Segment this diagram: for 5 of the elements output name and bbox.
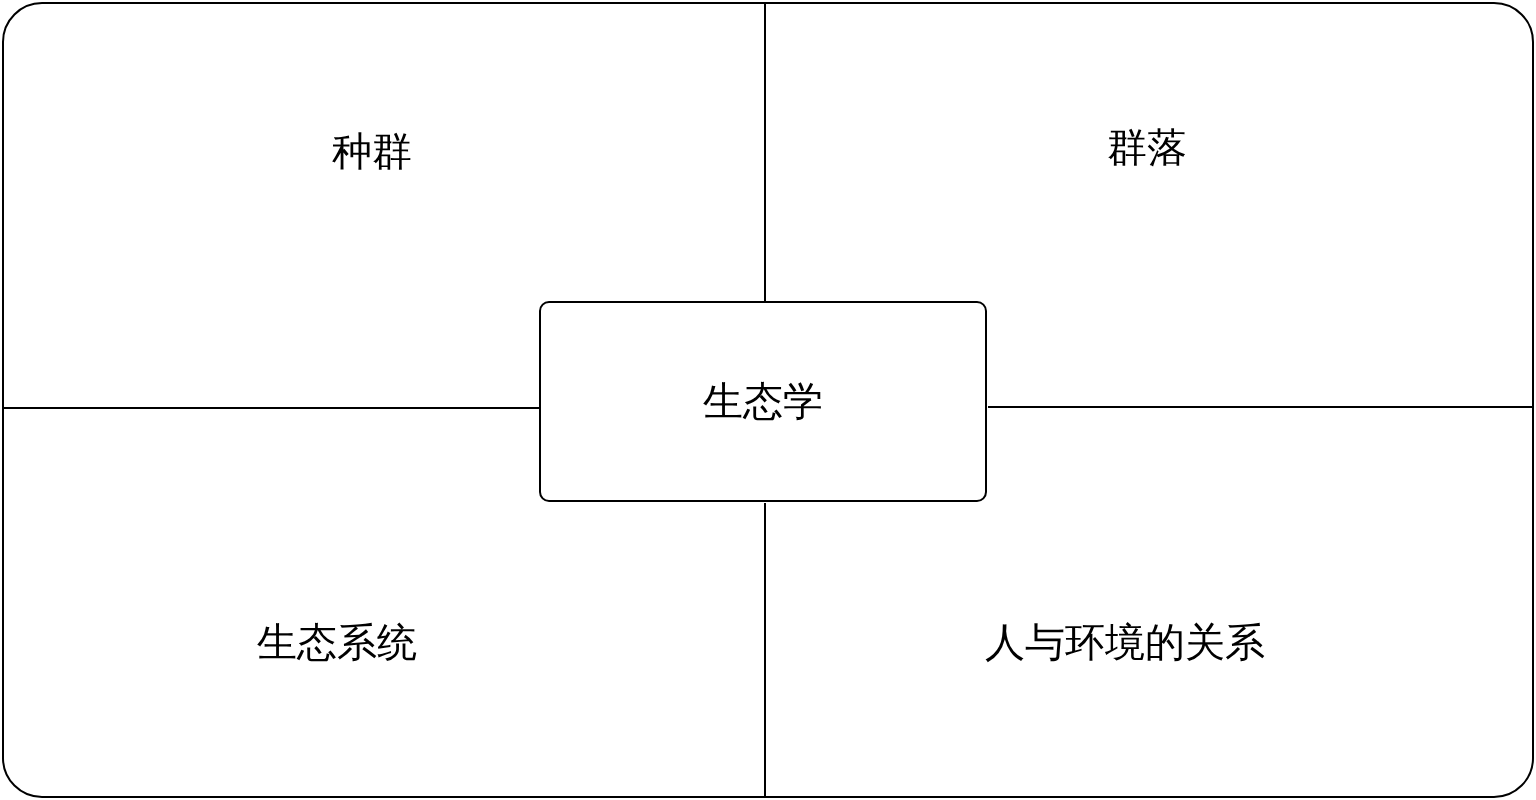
center-box: 生态学 (539, 301, 987, 502)
quadrant-label: 群落 (1047, 118, 1247, 178)
quadrant-label: 人与环境的关系 (925, 613, 1325, 673)
quadrant-label: 种群 (272, 122, 472, 182)
quadrant-label: 生态系统 (187, 613, 487, 673)
